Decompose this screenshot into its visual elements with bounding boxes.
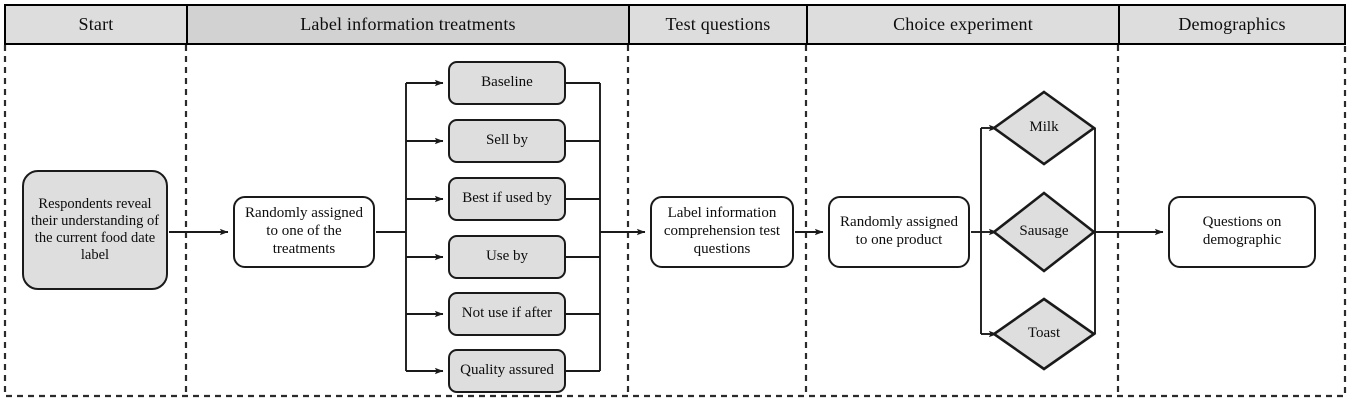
header-cell-test-questions: Test questions — [630, 6, 808, 43]
node-treatment-quality-assured: Quality assured — [448, 349, 566, 393]
node-treatment-sell-by: Sell by — [448, 119, 566, 163]
diamond-sausage — [991, 191, 1097, 273]
section-dividers — [184, 45, 1120, 396]
product-merge — [1092, 127, 1164, 335]
diamond-milk — [991, 90, 1097, 166]
header-label-choice-experiment: Choice experiment — [893, 14, 1033, 34]
treatment-merge — [566, 82, 646, 372]
header-cell-label-information-treatments: Label information treatments — [188, 6, 630, 43]
header-label-test-questions: Test questions — [665, 14, 771, 34]
node-test-questions: Label information comprehension test que… — [650, 196, 794, 268]
node-treatment-use-by: Use by — [448, 235, 566, 279]
node-randomly-assigned-treatment: Randomly assigned to one of the treatmen… — [233, 196, 375, 268]
header-cell-choice-experiment: Choice experiment — [808, 6, 1120, 43]
header-label-start: Start — [78, 14, 114, 34]
product-fanout — [971, 124, 998, 338]
header-label-label-information-treatments: Label information treatments — [300, 14, 516, 34]
stage-header-row: Start Label information treatments Test … — [4, 4, 1346, 45]
node-treatment-baseline: Baseline — [448, 61, 566, 105]
node-randomly-assigned-product: Randomly assigned to one product — [828, 196, 970, 268]
node-demographics-questions: Questions on demographic — [1168, 196, 1316, 268]
header-cell-demographics: Demographics — [1120, 6, 1344, 43]
node-treatment-best-if-used-by: Best if used by — [448, 177, 566, 221]
node-start-respondents: Respondents reveal their understanding o… — [22, 170, 168, 290]
node-treatment-not-use-if-after: Not use if after — [448, 292, 566, 336]
header-cell-start: Start — [6, 6, 188, 43]
header-label-demographics: Demographics — [1178, 14, 1286, 34]
product-diamonds — [991, 90, 1097, 371]
treatment-fanout — [376, 79, 444, 375]
diamond-toast — [991, 297, 1097, 371]
